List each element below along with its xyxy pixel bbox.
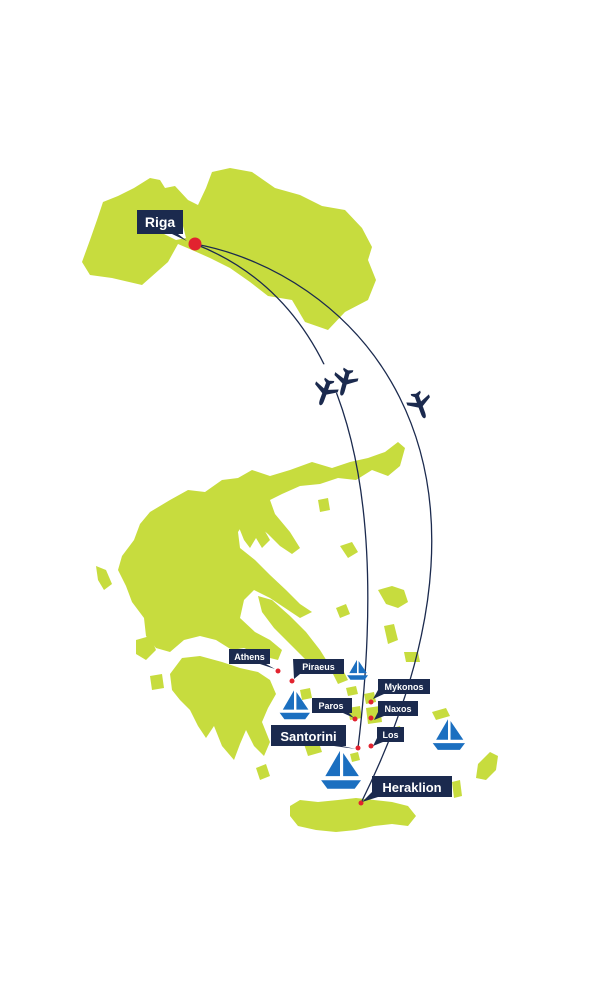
label-naxos: Naxos — [374, 701, 418, 720]
airplane-icon — [406, 390, 430, 419]
city-label-heraklion: Heraklion — [382, 780, 441, 795]
city-label-riga: Riga — [145, 214, 176, 230]
peloponnese — [170, 656, 276, 760]
crete-island — [290, 798, 416, 832]
sailboat-icon — [432, 719, 465, 750]
city-dot-icon — [368, 715, 374, 721]
city-label-naxos: Naxos — [384, 704, 411, 714]
city-dot-icon — [368, 743, 374, 749]
city-dot-icon — [355, 745, 361, 751]
city-dot-icon — [368, 699, 374, 705]
city-label-mykonos: Mykonos — [384, 682, 423, 692]
tinos-island — [346, 686, 358, 696]
city-markers — [188, 237, 374, 806]
zakynthos-island — [150, 674, 164, 690]
karpathos-island — [452, 780, 462, 798]
sailboat-icon — [347, 659, 368, 680]
greece-mainland — [118, 442, 405, 660]
label-riga: Riga — [137, 210, 187, 241]
latvia-land — [82, 168, 376, 330]
kythira-island — [256, 764, 270, 780]
sailboat-icon — [321, 750, 361, 789]
route-riga-heraklion — [194, 243, 433, 804]
city-dot-icon — [275, 668, 281, 674]
santorini-island — [350, 752, 360, 762]
thasos-island — [318, 498, 330, 512]
rhodes-island — [476, 752, 498, 780]
city-label-piraeus: Piraeus — [302, 662, 335, 672]
lemnos-island — [340, 542, 358, 558]
chios-island — [384, 624, 398, 644]
city-label-athens: Athens — [234, 652, 265, 662]
city-dot-icon — [188, 237, 202, 251]
kos-island — [432, 708, 450, 720]
city-label-santorini: Santorini — [280, 729, 336, 744]
evia-island — [258, 596, 330, 672]
skyros-island — [336, 604, 350, 618]
kefalonia-island — [136, 636, 156, 660]
airplane-icon — [315, 377, 339, 406]
kea-island — [300, 688, 312, 700]
label-athens: Athens — [229, 649, 275, 669]
sailboat-icon — [279, 690, 310, 720]
lesbos-island — [378, 586, 408, 608]
airplane-icon — [334, 367, 359, 396]
chalkidiki-peninsula — [238, 518, 270, 548]
label-heraklion: Heraklion — [362, 776, 452, 802]
label-santorini: Santorini — [271, 725, 356, 749]
label-los: Los — [373, 727, 404, 746]
label-paros: Paros — [312, 698, 354, 718]
city-dot-icon — [289, 678, 295, 684]
label-piraeus: Piraeus — [293, 659, 344, 679]
city-label-paros: Paros — [318, 701, 343, 711]
city-label-los: Los — [382, 730, 398, 740]
corfu-island — [96, 566, 112, 590]
label-mykonos: Mykonos — [373, 679, 430, 699]
